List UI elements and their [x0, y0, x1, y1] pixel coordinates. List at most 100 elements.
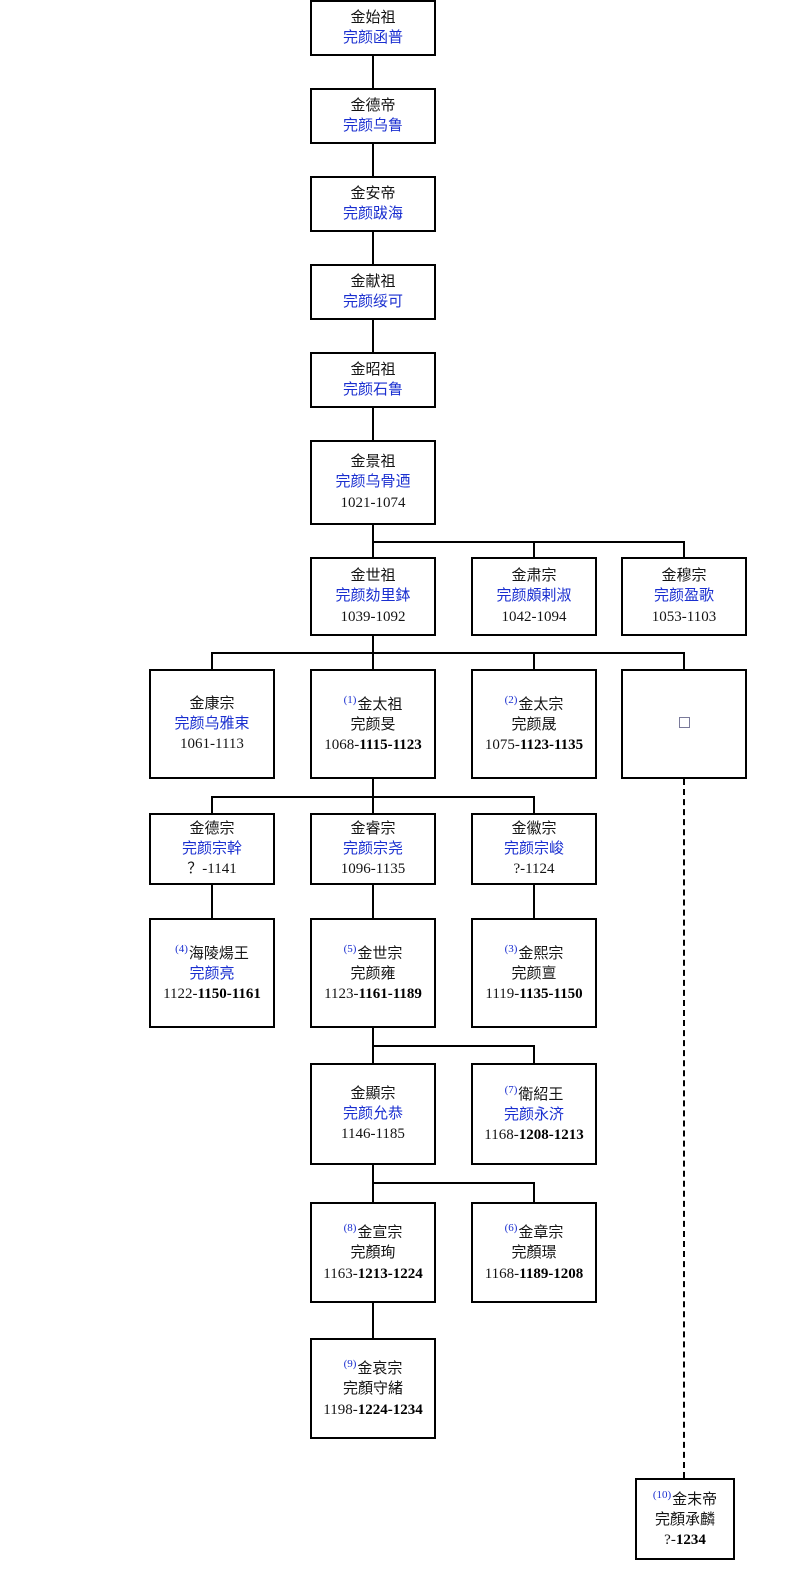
node-dates: ?-1234 [640, 1530, 730, 1550]
node-xianzu[interactable]: 金献祖 完颜绥可 [310, 264, 436, 320]
connector-xuanzong-aizong [372, 1303, 374, 1338]
node-title-line: (4)海陵煬王 [154, 942, 270, 964]
node-xianzong[interactable]: 金顯宗 完颜允恭 1146-1185 [310, 1063, 436, 1165]
birth-year: 1068- [324, 737, 360, 754]
node-name: 完颜亮 [189, 965, 235, 982]
reign-order: (1) [343, 693, 357, 706]
node-title: 金昭祖 [350, 361, 396, 378]
node-jingzu[interactable]: 金景祖 完颜乌骨迺 1021-1074 [310, 440, 436, 525]
node-name: 完顏珣 [350, 1245, 396, 1262]
reign-order: (9) [343, 1358, 357, 1371]
node-xizong[interactable]: (3)金熙宗 完颜亶 1119-1135-1150 [471, 918, 597, 1028]
node-dates: 1146-1185 [341, 1126, 405, 1143]
connector-to-xuanzong [372, 1182, 374, 1202]
node-title-line: (6)金章宗 [476, 1221, 592, 1243]
node-title: 金顯宗 [350, 1085, 396, 1102]
node-dates: 1039-1092 [340, 608, 406, 625]
node-name: 完颜允恭 [342, 1105, 403, 1122]
node-name: 完顏守緒 [342, 1381, 403, 1398]
node-shizong[interactable]: (5)金世宗 完颜雍 1123-1161-1189 [310, 918, 436, 1028]
reign-order: (10) [652, 1488, 672, 1501]
reign-years: 1213-1224 [357, 1265, 423, 1282]
reign-years: 1135-1150 [519, 986, 583, 1003]
connector-to-ruizong [372, 796, 374, 813]
node-dates: 1096-1135 [340, 861, 406, 878]
node-shizu[interactable]: 金始祖 完颜函普 [310, 0, 436, 56]
node-suzong[interactable]: 金肃宗 完颜頗剌淑 1042-1094 [471, 557, 597, 636]
node-modi[interactable]: (10)金末帝 完顏承麟 ?-1234 [635, 1478, 735, 1560]
connector-andi-xianzu [372, 231, 374, 264]
connector-gen11-bus [372, 1045, 534, 1047]
node-hailing[interactable]: (4)海陵煬王 完颜亮 1122-1150-1161 [149, 918, 275, 1028]
birth-year: ?- [664, 1532, 676, 1549]
reign-order: (5) [343, 942, 357, 955]
node-shizu2[interactable]: 金世祖 完颜劾里鉢 1039-1092 [310, 557, 436, 636]
node-name: 完颜函普 [342, 30, 403, 46]
node-title: 金肃宗 [511, 568, 557, 585]
node-title-line: (2)金太宗 [476, 693, 592, 715]
placeholder-glyph [626, 714, 742, 734]
birth-year: 1123- [324, 986, 359, 1003]
node-taizong[interactable]: (2)金太宗 完颜晟 1075-1123-1135 [471, 669, 597, 779]
birth-year: 1075- [484, 737, 520, 754]
connector-to-taizong [533, 652, 535, 669]
node-title-line: (10)金末帝 [640, 1488, 730, 1510]
node-xuanzong[interactable]: (8)金宣宗 完顏珣 1163-1213-1224 [310, 1202, 436, 1303]
reign-order: (7) [504, 1083, 518, 1096]
node-title-line: (8)金宣宗 [315, 1221, 431, 1243]
connector-dedi-andi [372, 143, 374, 176]
node-title: 金末帝 [672, 1491, 718, 1508]
node-dezong[interactable]: 金德宗 完颜宗幹 ？-1141 [149, 813, 275, 885]
reign-years: 1189-1208 [519, 1265, 584, 1282]
node-kangzong[interactable]: 金康宗 完颜乌雅束 1061-1113 [149, 669, 275, 779]
connector-shizu2-down [372, 635, 374, 653]
birth-year: 1119- [485, 986, 520, 1003]
node-taizu[interactable]: (1)金太祖 完颜旻 1068-1115-1123 [310, 669, 436, 779]
node-name: 完颜雍 [350, 965, 396, 982]
node-zhangzong[interactable]: (6)金章宗 完顏璟 1168-1189-1208 [471, 1202, 597, 1303]
node-title: 金康宗 [189, 695, 235, 712]
node-dates: 1075-1123-1135 [476, 735, 592, 755]
node-name: 完颜晟 [511, 716, 557, 733]
reign-years: 1161-1189 [358, 986, 422, 1003]
connector-gen7-bus [372, 541, 684, 543]
reign-years: 1115-1123 [359, 737, 422, 754]
node-title: 金始祖 [350, 9, 396, 26]
node-ruizong[interactable]: 金睿宗 完颜宗尧 1096-1135 [310, 813, 436, 885]
connector-shizu-dedi [372, 55, 374, 88]
connector-jingzu-down [372, 524, 374, 542]
node-muzong[interactable]: 金穆宗 完颜盈歌 1053-1103 [621, 557, 747, 636]
node-weishaowang[interactable]: (7)衛紹王 完颜永济 1168-1208-1213 [471, 1063, 597, 1165]
node-name: 完颜乌骨迺 [335, 474, 411, 491]
node-dates: ?-1124 [513, 861, 555, 878]
reign-order: (3) [504, 942, 518, 955]
node-title: 衛紹王 [518, 1086, 564, 1103]
birth-year: 1163- [323, 1265, 358, 1282]
node-title: 金德帝 [350, 97, 396, 114]
connector-shizong-down [372, 1028, 374, 1046]
connector-to-weishaowang [533, 1045, 535, 1063]
node-zhaozu[interactable]: 金昭祖 完颜石鲁 [310, 352, 436, 408]
node-title: 金太宗 [518, 696, 564, 713]
node-name: 完颜永济 [503, 1106, 564, 1123]
tofu-icon [678, 716, 690, 728]
node-aizong[interactable]: (9)金哀宗 完顏守緒 1198-1224-1234 [310, 1338, 436, 1439]
reign-years: 1234 [675, 1532, 706, 1549]
node-title: 金安帝 [350, 185, 396, 202]
node-andi[interactable]: 金安帝 完颜跋海 [310, 176, 436, 232]
birth-year: 1168- [484, 1265, 520, 1282]
reign-order: (6) [504, 1222, 518, 1235]
node-huizong[interactable]: 金徽宗 完颜宗峻 ?-1124 [471, 813, 597, 885]
node-dedi[interactable]: 金德帝 完颜乌鲁 [310, 88, 436, 144]
connector-to-huizong [533, 796, 535, 813]
birth-year: 1168- [484, 1127, 519, 1144]
node-title-line: (7)衛紹王 [476, 1083, 592, 1105]
connector-taizu-down [372, 779, 374, 797]
node-name: 完颜宗尧 [342, 840, 403, 857]
node-name: 完顏璟 [511, 1245, 557, 1262]
node-title-line: (9)金哀宗 [315, 1357, 431, 1379]
node-blank-placeholder[interactable] [621, 669, 747, 779]
birth-year: 1198- [323, 1401, 358, 1418]
reign-years: 1224-1234 [357, 1401, 423, 1418]
